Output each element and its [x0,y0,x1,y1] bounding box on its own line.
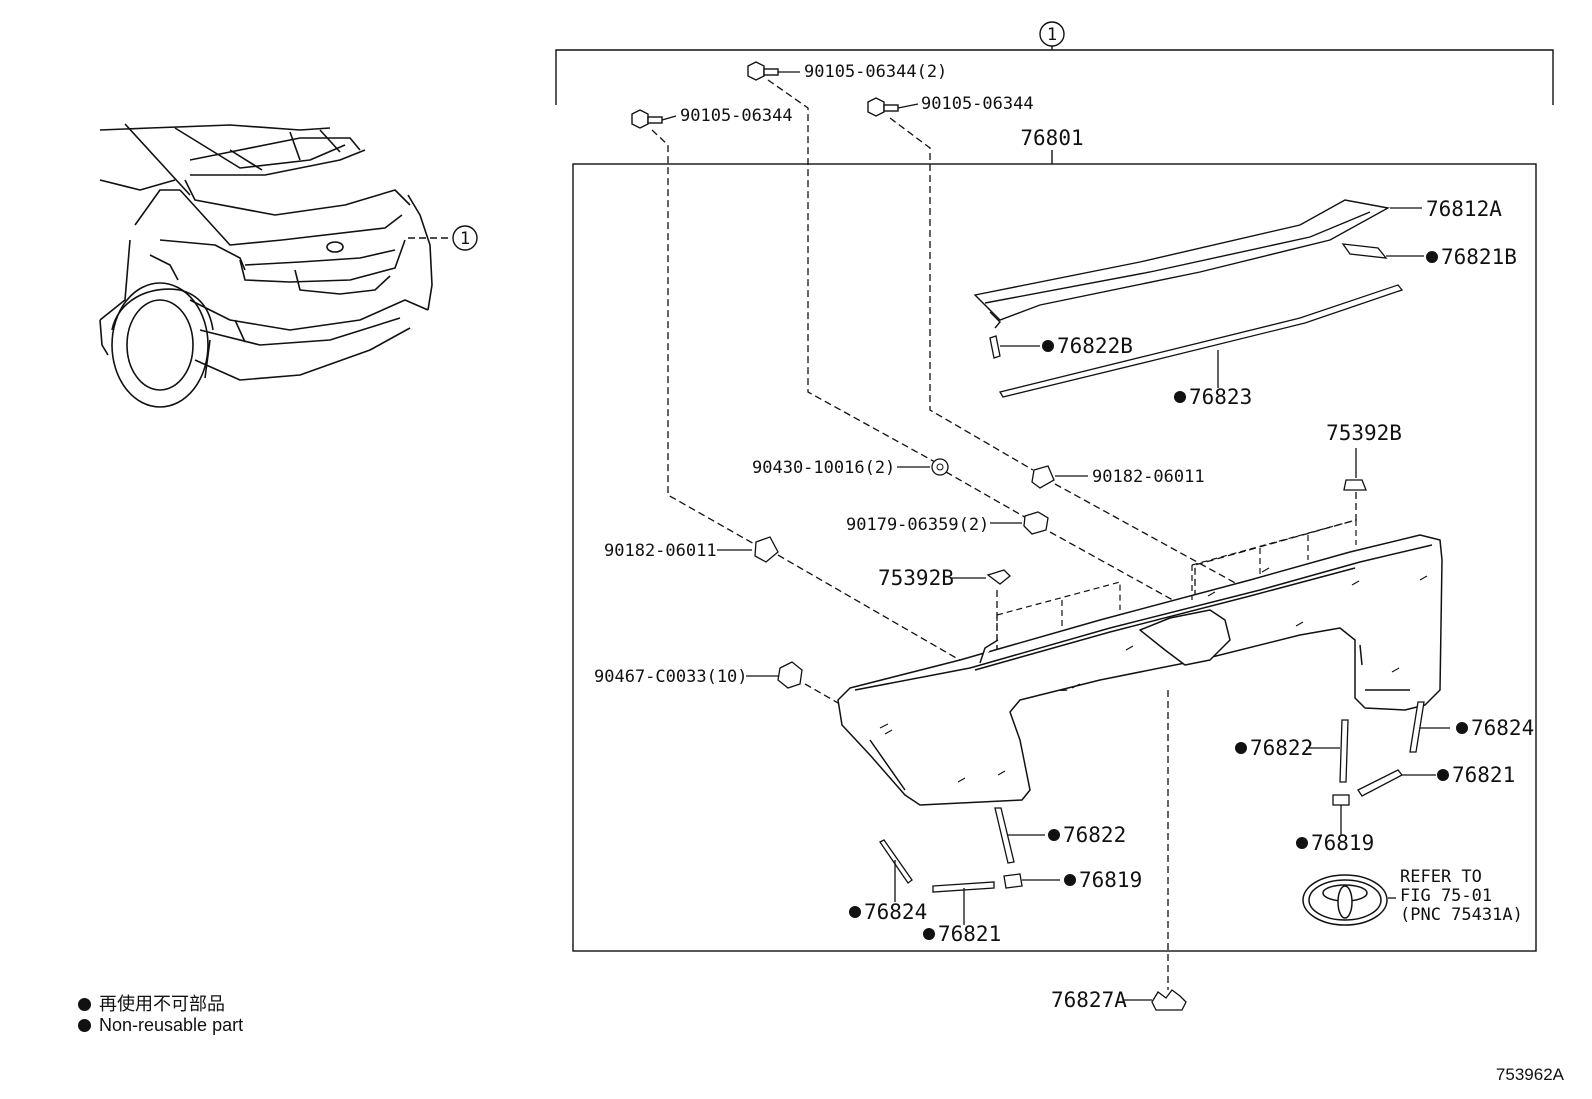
figure-id: 753962A [1495,1065,1564,1084]
part-76822-right [1339,719,1349,783]
legend-dot-icon [78,1019,91,1032]
refer-text-line1: REFER TO [1400,867,1482,887]
non-reusable-dot [1235,742,1247,754]
part-76822-bottom [994,807,1015,864]
label-76821-bottom: 76821 [938,922,1001,946]
non-reusable-dot [1064,874,1076,886]
legend-dot-icon [78,998,91,1011]
toyota-emblem-icon [1302,874,1388,926]
non-reusable-dot [1426,251,1438,263]
assembly-callout-number: 1 [1047,25,1057,45]
part-76821-right [1357,769,1403,797]
clip-76827a [1151,989,1187,1011]
clip-75392b-right [1343,479,1367,491]
non-reusable-dot [1042,340,1054,352]
label-90182-right: 90182-06011 [1092,467,1205,487]
main-assembly-box [572,163,1537,952]
car-callout-number: 1 [460,229,470,249]
label-90467: 90467-C0033(10) [594,667,748,687]
assembly-callout-circle [1039,21,1065,47]
non-reusable-dot [1296,837,1308,849]
label-bolt-left: 90105-06344 [680,106,793,126]
non-reusable-dot [1048,829,1060,841]
non-reusable-dot [849,906,861,918]
label-76822b: 76822B [1057,334,1133,358]
part-76823 [998,284,1404,398]
non-reusable-dot [1456,722,1468,734]
garnish-76801 [837,534,1443,806]
legend-english: Non-reusable part [78,1015,243,1036]
label-76812a: 76812A [1426,197,1502,221]
label-bolt-top: 90105-06344(2) [804,62,947,82]
label-90182-left: 90182-06011 [604,541,717,561]
part-76819-right [1332,794,1350,806]
assembly-bracket [555,46,1554,105]
refer-text-line3: (PNC 75431A) [1400,905,1523,925]
label-75392b-left: 75392B [878,566,954,590]
label-bolt-right: 90105-06344 [921,94,1034,114]
label-76821b: 76821B [1441,245,1517,269]
non-reusable-dot [1174,391,1186,403]
part-76824-bottom [879,839,913,884]
non-reusable-dot [923,928,935,940]
label-90179: 90179-06359(2) [846,515,989,535]
part-76821b [1341,243,1388,259]
label-76819-bottom: 76819 [1079,868,1142,892]
refer-text-line2: FIG 75-01 [1400,886,1492,906]
label-76824-bottom: 76824 [864,900,927,924]
clip-90467 [777,661,803,689]
spoiler-76812a [973,199,1391,329]
nut-90179 [1023,511,1049,535]
label-76824-right: 76824 [1471,716,1534,740]
car-callout-circle [452,225,478,251]
label-76821-right: 76821 [1452,763,1515,787]
label-76819-right: 76819 [1311,831,1374,855]
label-76801: 76801 [1020,126,1083,150]
label-75392b-right: 75392B [1326,421,1402,445]
label-76822-bottom: 76822 [1063,823,1126,847]
clip-75392b-left [986,569,1011,585]
label-90430: 90430-10016(2) [752,458,895,478]
legend-text-en: Non-reusable part [99,1015,244,1035]
car-rear-view [99,123,433,408]
legend-japanese: 再使用不可部品 [78,990,225,1016]
label-76823: 76823 [1189,385,1252,409]
part-76821-bottom [932,881,995,893]
nut-90182-right [1031,465,1055,489]
nut-90182-left [754,536,779,563]
dashed-leaders [651,79,1357,990]
part-76819-bottom [1003,873,1023,889]
part-76822b [989,335,1001,359]
label-76822-right: 76822 [1250,736,1313,760]
part-76824-right [1409,701,1425,753]
non-reusable-dot [1437,769,1449,781]
label-76827a: 76827A [1051,988,1127,1012]
legend-text-ja: 再使用不可部品 [99,994,225,1014]
